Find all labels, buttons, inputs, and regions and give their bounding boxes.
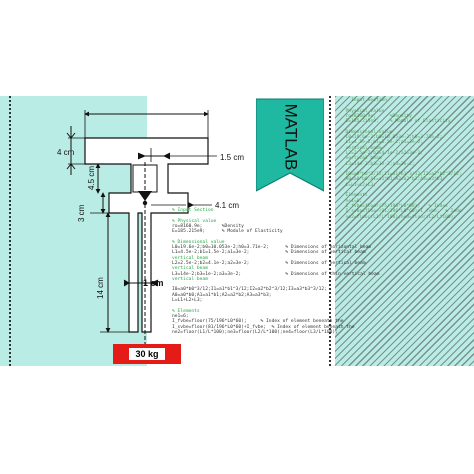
load-point bbox=[142, 200, 148, 206]
hatch-overlay bbox=[335, 96, 474, 366]
label-1cm: 1 cm bbox=[143, 278, 164, 288]
code-line: ro=8160.9e; %Density bbox=[172, 223, 244, 229]
label-1-5cm: 1.5 cm bbox=[220, 153, 244, 162]
right-code-panel: Input Section Physical value ro=8160.9e;… bbox=[335, 96, 474, 366]
code-line: % Elements bbox=[172, 308, 200, 314]
code-line: E=185.215e9; % Module of Elasticity bbox=[172, 229, 283, 235]
code-line: L2=2.5e-2;b2=4.1e-2;a2=3e-2; % Dimension… bbox=[172, 260, 366, 266]
label-4-5cm: 4.5 cm bbox=[87, 166, 96, 190]
code-line: % Physical value bbox=[172, 218, 217, 224]
dimension-arrows bbox=[137, 152, 171, 160]
label-4cm: 4 cm bbox=[57, 148, 75, 157]
dimension-arrows bbox=[188, 202, 194, 208]
load-weight-box: 30 kg bbox=[113, 344, 181, 364]
load-funnel bbox=[138, 191, 152, 201]
code-line: L1=4.5e-2;b1=1.5e-2;a1=3e-2; % Dimension… bbox=[172, 250, 366, 256]
matlab-banner: MATLAB bbox=[256, 98, 324, 192]
code-line: ne1=6; bbox=[172, 313, 189, 319]
code-line: vertical beam bbox=[172, 266, 208, 272]
beam-structure bbox=[84, 137, 209, 333]
label-14cm: 14 cm bbox=[96, 277, 105, 299]
code-line: L3=14e-2;b3=1e-2;a3=3e-2; % Dimensions o… bbox=[172, 271, 380, 277]
dimension-arrows bbox=[66, 132, 76, 170]
code-line: I0=a0*b0^3/12;I1=a1*b1^3/12;I2=a2*b2^3/1… bbox=[172, 287, 327, 293]
dimension-arrows bbox=[123, 279, 159, 287]
label-4-1cm: 4.1 cm bbox=[215, 201, 239, 210]
label-3cm: 3 cm bbox=[77, 204, 86, 222]
banner-label: MATLAB bbox=[282, 104, 301, 171]
code-line: I_svbe=floor(81/196*L0*60)+I_fvbe; % Ind… bbox=[172, 324, 355, 330]
code-line: vertical beam bbox=[172, 276, 208, 282]
code-line: L=L1+L2+L3; bbox=[172, 298, 203, 304]
code-line: % Dimensional value bbox=[172, 239, 225, 245]
code-line: L0=19.6e-2;b0=10.053e-2;h0=3.71e-2; % Di… bbox=[172, 245, 372, 251]
beam-diagram: 4 cm 1.5 cm 4.5 cm 4.1 cm 3 cm 14 cm 1 c… bbox=[57, 110, 244, 346]
code-line: A0=a0*b0;A1=a1*b1;A2=a2*b2;A3=a3*b3; bbox=[172, 292, 272, 298]
code-line: ne2=floor(L1/L*100);ne3=floor(L2/L*100);… bbox=[172, 329, 338, 335]
code-line: % Input Section bbox=[172, 208, 214, 213]
code-line: I_fvbe=floor(75/196*L0*60); % Index of e… bbox=[172, 319, 344, 325]
load-label: 30 kg bbox=[129, 348, 165, 360]
code-line: vertical beam bbox=[172, 255, 208, 261]
left-dotted-border bbox=[9, 96, 11, 366]
right-dotted-border bbox=[329, 96, 331, 366]
